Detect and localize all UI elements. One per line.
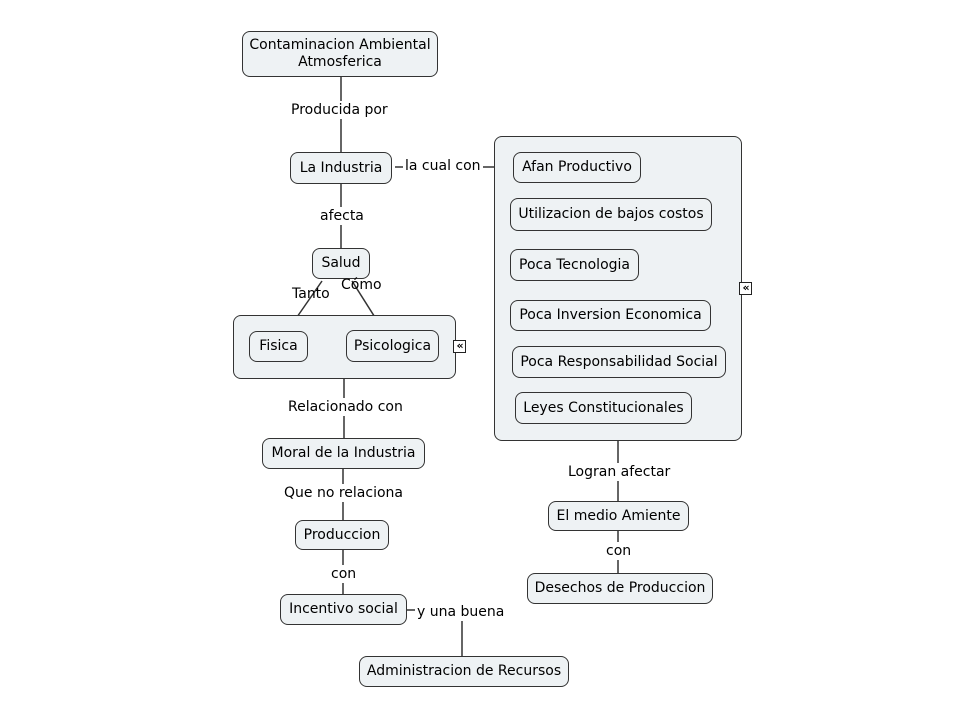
link-label-cual: la cual con: [403, 157, 483, 175]
node-incentivo[interactable]: Incentivo social: [280, 594, 407, 625]
link-label-como: Cómo: [341, 277, 382, 293]
link-label-producida: Producida por: [289, 101, 390, 119]
collapse-icon[interactable]: «: [453, 340, 466, 353]
node-contaminacion[interactable]: Contaminacion Ambiental Atmosferica: [242, 31, 438, 77]
node-desechos[interactable]: Desechos de Produccion: [527, 573, 713, 604]
link-label-afecta: afecta: [318, 207, 366, 225]
node-psicologica[interactable]: Psicologica: [346, 330, 439, 362]
link-label-relacionado: Relacionado con: [286, 398, 405, 416]
link-label-queno: Que no relaciona: [282, 484, 405, 502]
link-label-con-produccion: con: [329, 565, 359, 583]
node-administracion[interactable]: Administracion de Recursos: [359, 656, 569, 687]
link-label-buena: y una buena: [415, 603, 507, 621]
node-inversion[interactable]: Poca Inversion Economica: [510, 300, 711, 331]
group-industry-causes: [494, 136, 742, 441]
node-utilizacion[interactable]: Utilizacion de bajos costos: [510, 198, 712, 231]
node-leyes[interactable]: Leyes Constitucionales: [515, 392, 692, 424]
node-salud[interactable]: Salud: [312, 248, 370, 279]
node-afan[interactable]: Afan Productivo: [513, 152, 641, 183]
node-industria[interactable]: La Industria: [290, 152, 392, 184]
node-fisica[interactable]: Fisica: [249, 331, 308, 362]
node-tecnologia[interactable]: Poca Tecnologia: [510, 249, 639, 281]
node-moral[interactable]: Moral de la Industria: [262, 438, 425, 469]
link-label-tanto: Tanto: [292, 286, 330, 302]
node-medio[interactable]: El medio Amiente: [548, 501, 689, 531]
node-produccion[interactable]: Produccion: [295, 520, 389, 550]
link-label-con-medio: con: [604, 542, 634, 560]
node-responsabilidad[interactable]: Poca Responsabilidad Social: [512, 346, 726, 378]
link-label-logran: Logran afectar: [566, 463, 673, 481]
collapse-icon[interactable]: «: [739, 282, 752, 295]
